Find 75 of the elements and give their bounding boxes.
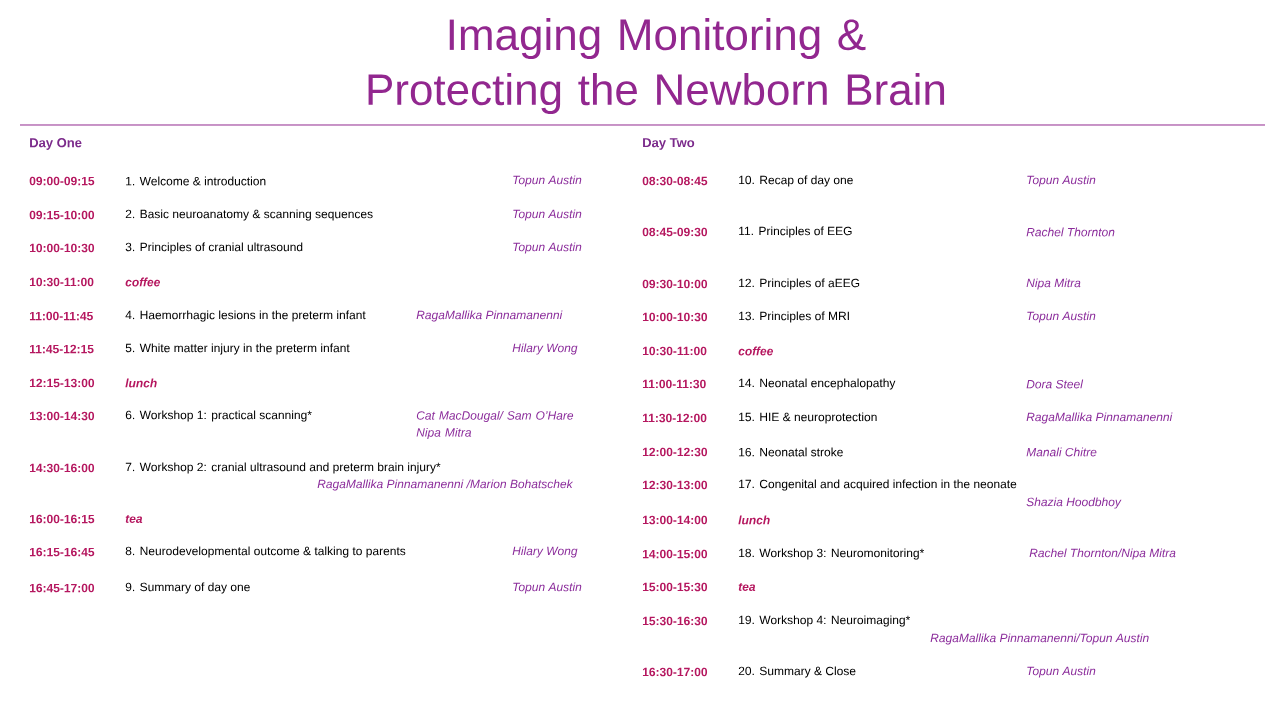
session-title: 17. Congenital and acquired infection in the neonate (739, 479, 1017, 491)
session-title: 1. Welcome & introduction (126, 176, 266, 186)
session-title: 5. White matter injury in the preterm infant (125, 343, 350, 355)
session-title: 10. Recap of day one (739, 175, 853, 187)
speaker-name: Nipa Mitra (1026, 278, 1081, 290)
session-title: 9. Summary of day one (125, 582, 250, 594)
speaker-name: Topun Austin (513, 209, 582, 221)
time-slot: 11:45-12:15 (29, 344, 94, 354)
break-label: lunch (738, 515, 770, 525)
time-slot: 12:00-12:30 (642, 447, 708, 457)
time-slot: 09:30-10:00 (642, 279, 708, 289)
session-title: 18. Workshop 3: Neuromonitoring* (739, 548, 925, 560)
day-heading: Day Two (643, 138, 695, 150)
time-slot: 12:30-13:00 (642, 480, 708, 490)
time-slot: 16:00-16:15 (29, 514, 95, 524)
time-slot: 12:15-13:00 (29, 378, 95, 388)
session-title: 8. Neurodevelopmental outcome & talking to parents (125, 546, 406, 558)
break-label: lunch (125, 378, 157, 388)
session-title: 20. Summary & Close (738, 666, 856, 678)
session-title: 16. Neonatal stroke (739, 447, 843, 457)
time-slot: 09:00-09:15 (29, 176, 95, 186)
break-label: coffee (738, 346, 773, 356)
time-slot: 10:30-11:00 (29, 277, 94, 287)
speaker-name: Rachel Thornton (1026, 227, 1115, 237)
session-title: 6. Workshop 1: practical scanning* (125, 410, 312, 422)
session-title: 15. HIE & neuroprotection (739, 412, 877, 424)
speaker-name: RagaMallika Pinnamanenni/Topun Austin (930, 633, 1149, 645)
break-label: coffee (125, 277, 160, 287)
time-slot: 11:30-12:00 (642, 413, 707, 423)
time-slot: 16:45-17:00 (29, 583, 95, 593)
speaker-name: Topun Austin (513, 175, 582, 187)
speaker-name: RagaMallika Pinnamanenni (416, 310, 563, 322)
session-title: 12. Principles of aEEG (739, 278, 860, 290)
time-slot: 11:00-11:30 (642, 379, 706, 389)
time-slot: 10:00-10:30 (642, 312, 708, 322)
time-slot: 15:30-16:30 (642, 616, 708, 626)
session-title: 19. Workshop 4: Neuroimaging* (739, 615, 911, 627)
speaker-name: Topun Austin (513, 582, 582, 594)
break-label: tea (738, 583, 756, 591)
speaker-name: Shazia Hoodbhoy (1026, 497, 1122, 509)
time-slot: 13:00-14:00 (642, 515, 708, 525)
speaker-name: Rachel Thornton/Nipa Mitra (1029, 548, 1176, 560)
time-slot: 14:30-16:00 (29, 463, 95, 473)
speaker-name: Hilary Wong (512, 343, 578, 355)
time-slot: 08:45-09:30 (642, 227, 708, 237)
day-heading: Day One (30, 138, 82, 150)
time-slot: 09:15-10:00 (29, 210, 95, 220)
speaker-name: Topun Austin (1027, 175, 1096, 187)
session-title: 14. Neonatal encephalopathy (739, 378, 896, 390)
session-title: 2. Basic neuroanatomy & scanning sequences (125, 209, 373, 221)
speaker-name: RagaMallika Pinnamanenni (1026, 412, 1173, 424)
title: Imaging Monitoring & Protecting the Newborn Brain (368, 18, 945, 114)
time-slot: 16:30-17:00 (642, 667, 708, 677)
speaker-name: Topun Austin (1027, 666, 1096, 678)
session-title: 11. Principles of EEG (739, 226, 852, 238)
speaker-name: RagaMallika Pinnamanenni /Marion Bohatschek (317, 479, 574, 491)
speaker-name: Dora Steel (1026, 379, 1084, 389)
speaker-name: Topun Austin (513, 242, 582, 254)
break-label: tea (125, 515, 143, 523)
time-slot: 16:15-16:45 (29, 547, 95, 557)
session-title: 13. Principles of MRI (739, 311, 849, 323)
session-title: 4. Haemorrhagic lesions in the preterm infant (125, 310, 366, 322)
speaker-name: Cat MacDougal/ Sam O’Hare Nipa Mitra (416, 410, 574, 440)
time-slot: 13:00-14:30 (29, 411, 95, 421)
session-title: 7. Workshop 2: cranial ultrasound and preterm brain injury* (125, 462, 441, 474)
speaker-name: Hilary Wong (512, 546, 578, 558)
time-slot: 10:30-11:00 (642, 346, 707, 356)
speaker-name: Topun Austin (1027, 311, 1096, 323)
time-slot: 10:00-10:30 (29, 243, 95, 253)
time-slot: 11:00-11:45 (29, 311, 93, 321)
time-slot: 08:30-08:45 (642, 176, 708, 186)
time-slot: 14:00-15:00 (642, 549, 708, 559)
session-title: 3. Principles of cranial ultrasound (125, 242, 303, 254)
speaker-name: Manali Chitre (1026, 447, 1097, 457)
time-slot: 15:00-15:30 (642, 582, 708, 592)
